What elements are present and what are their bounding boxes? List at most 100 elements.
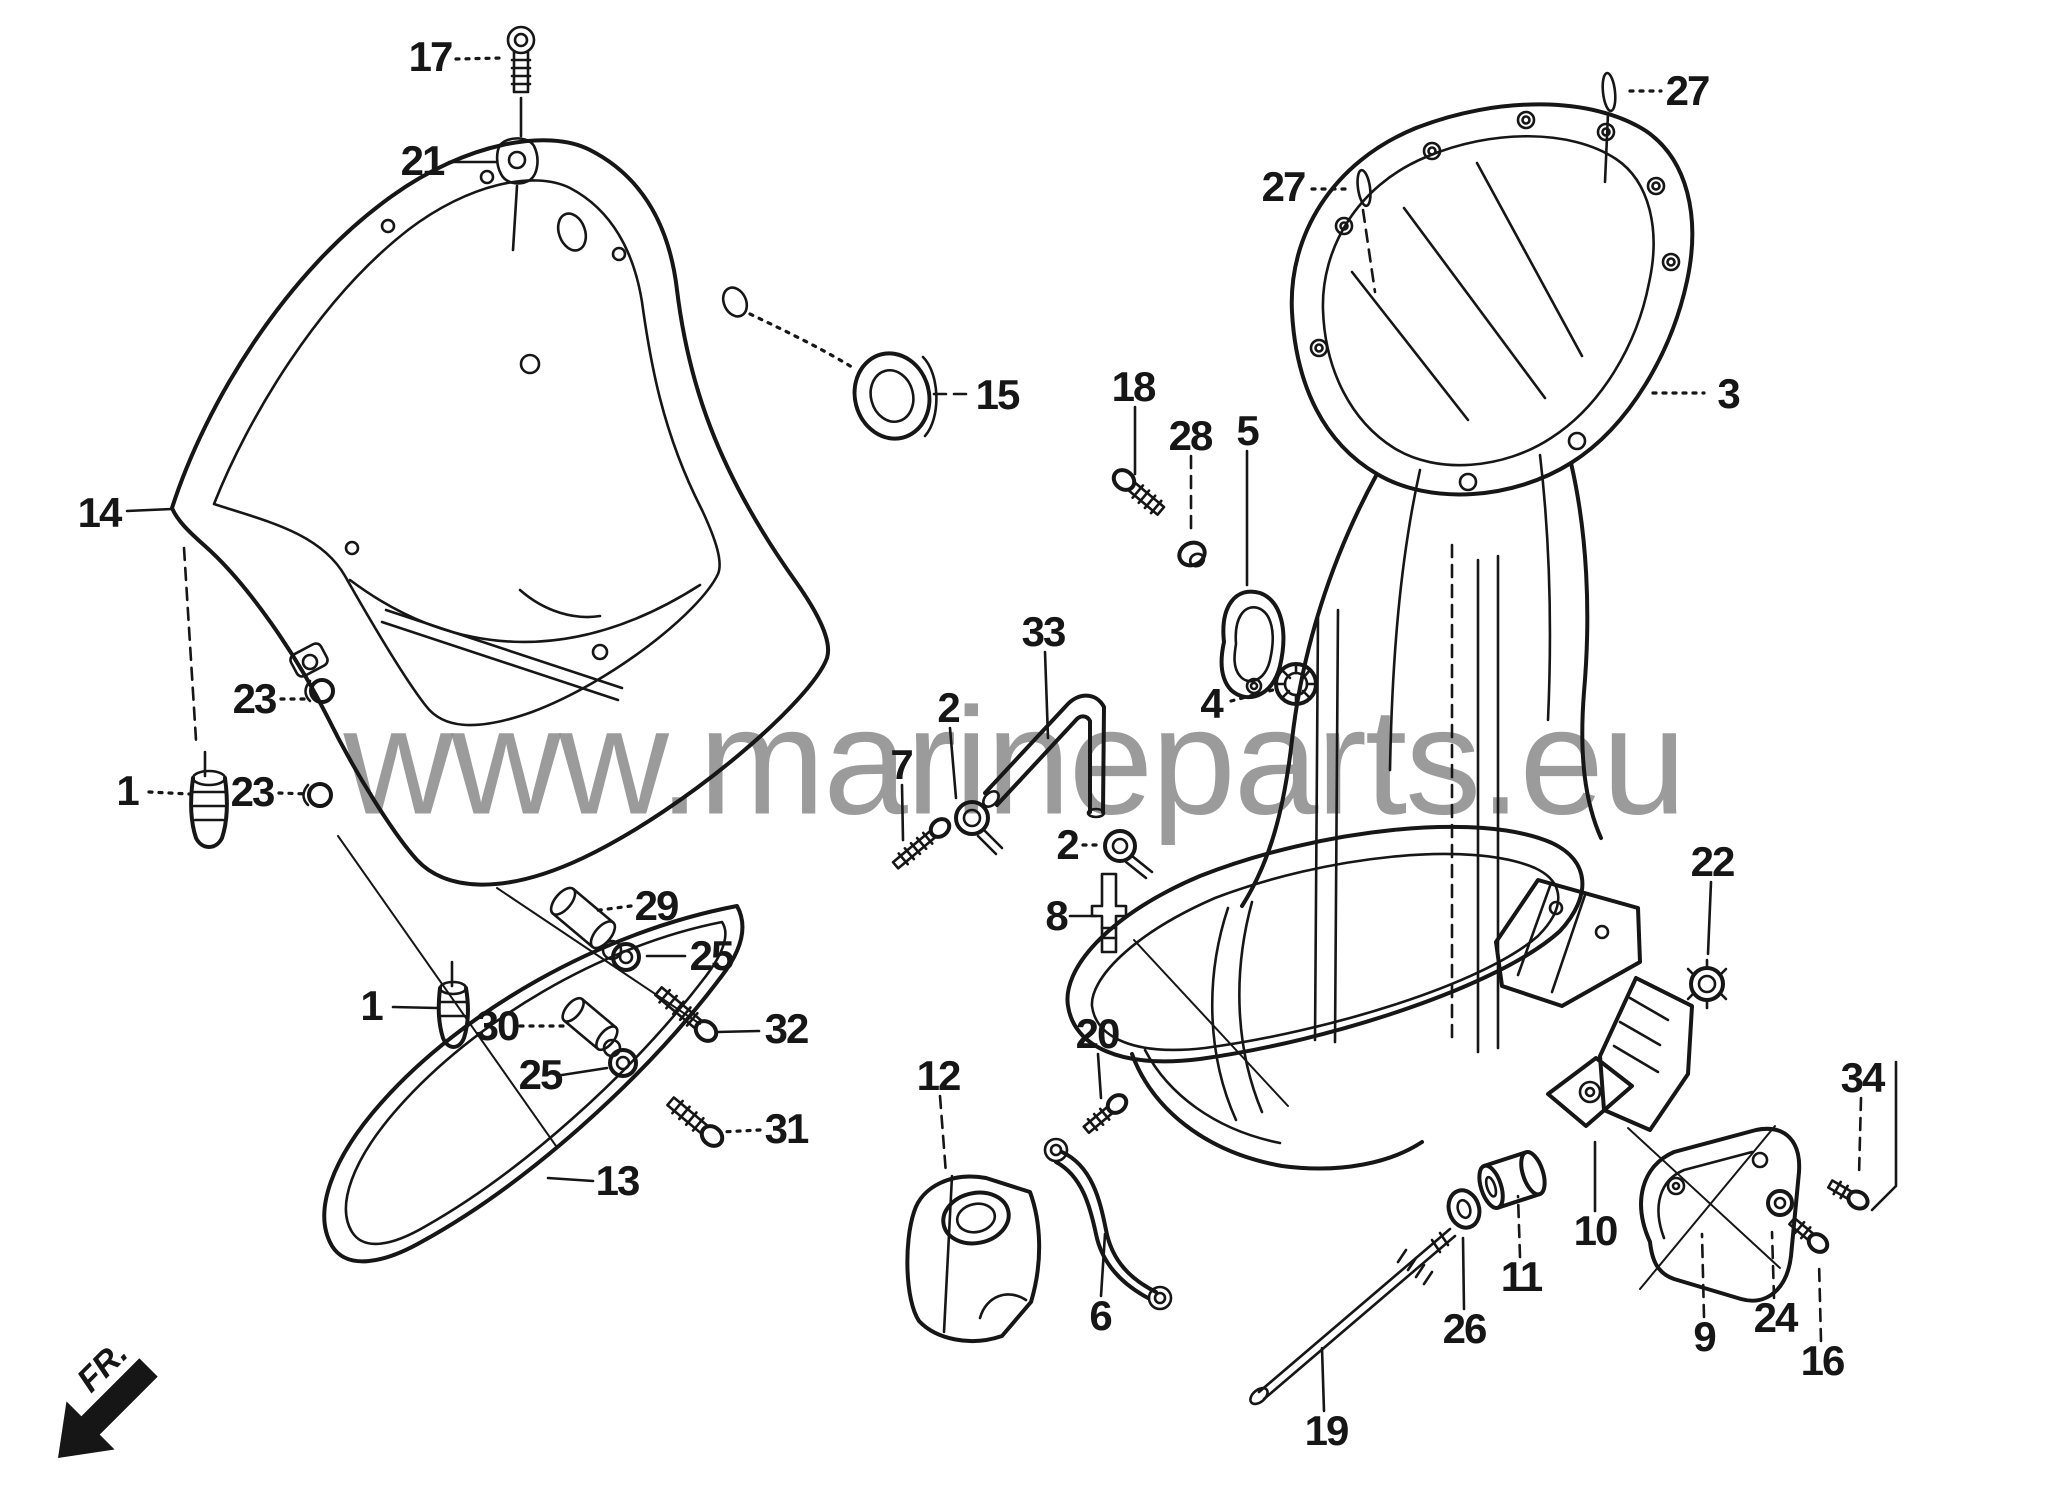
rubber-mount-10	[1546, 976, 1694, 1132]
leader-17	[454, 56, 505, 61]
anti-ventilation-plate	[1065, 824, 1642, 1171]
callout-13: 13	[595, 1157, 641, 1204]
leader-16	[1817, 1260, 1823, 1343]
callout-19: 19	[1304, 1407, 1350, 1454]
seal-ring-15	[852, 351, 938, 441]
bolt-18	[1111, 468, 1166, 516]
callout-25-lower: 25	[518, 1051, 564, 1098]
leader-19	[1320, 1346, 1326, 1413]
leader-2-upper	[948, 726, 958, 800]
leader-4	[1229, 688, 1275, 703]
callout-33: 33	[1021, 608, 1067, 655]
leader-12	[938, 1094, 948, 1176]
callout-2-lower: 2	[1056, 821, 1079, 868]
callout-28: 28	[1168, 412, 1214, 459]
leader-14-1	[182, 546, 198, 742]
rim-bolt-bosses	[1309, 110, 1681, 492]
bolt-16	[1788, 1216, 1830, 1254]
leader-29	[590, 904, 633, 913]
extension-case-3	[1240, 102, 1695, 1054]
nut-22	[1686, 958, 1728, 1010]
washer-25-lower	[608, 1048, 638, 1078]
grommet-23-lower	[302, 782, 333, 808]
front-direction-arrow: FR.	[58, 1334, 158, 1458]
bushing-29	[549, 886, 617, 950]
callout-30: 30	[475, 1002, 521, 1049]
bolt-31	[666, 1096, 725, 1148]
reference-line-b	[337, 835, 557, 1147]
callout-16: 16	[1800, 1337, 1846, 1384]
callout-20: 20	[1075, 1010, 1121, 1057]
leader-33	[1043, 650, 1050, 740]
callout-1-lower: 1	[360, 982, 383, 1029]
callout-17: 17	[408, 33, 454, 80]
leader-27-right-case	[1603, 112, 1610, 184]
dowel-pin-27-right	[1601, 71, 1617, 113]
leader-21-case	[511, 184, 519, 252]
callout-2-upper: 2	[937, 684, 960, 731]
callout-18: 18	[1111, 363, 1157, 410]
leader-34	[1857, 1096, 1863, 1178]
callout-29: 29	[634, 882, 680, 929]
bracket-12	[905, 1174, 1042, 1344]
washer-26	[1446, 1188, 1482, 1230]
washer-25-upper	[611, 942, 641, 972]
callout-26: 26	[1442, 1305, 1488, 1352]
leader-26	[1461, 1236, 1466, 1311]
reference-line-a	[496, 887, 701, 1025]
mount-bolt-1-left	[189, 750, 229, 849]
reference-line-d	[1627, 1127, 1781, 1269]
leader-7	[900, 783, 905, 842]
leader-25-lower	[560, 1066, 609, 1077]
leader-1-lower	[391, 1005, 439, 1010]
leader-1-left	[147, 790, 191, 796]
callout-24: 24	[1753, 1294, 1799, 1341]
leader-lines	[125, 56, 1863, 1413]
mount-bolt-1-lower	[436, 960, 471, 1049]
leader-case-15	[748, 312, 857, 371]
reference-line-e	[1639, 1125, 1776, 1290]
callout-1-left: 1	[116, 767, 139, 814]
leader-14	[125, 507, 174, 513]
leader-31	[719, 1128, 762, 1134]
callout-23-upper: 23	[232, 675, 278, 722]
callout-27-right: 27	[1665, 67, 1711, 114]
bolt-20	[1082, 1093, 1129, 1135]
leader-24	[1770, 1230, 1776, 1300]
bushing-30	[561, 996, 619, 1052]
callout-32: 32	[764, 1005, 810, 1052]
leader-22	[1706, 880, 1713, 956]
callout-34: 34	[1840, 1054, 1886, 1101]
callout-27-left: 27	[1261, 163, 1307, 210]
callout-10: 10	[1573, 1207, 1619, 1254]
plate-5	[1219, 589, 1286, 700]
leader-6	[1099, 1232, 1107, 1298]
callout-7: 7	[890, 741, 913, 788]
callout-12: 12	[916, 1052, 962, 1099]
callout-23-lower: 23	[230, 768, 276, 815]
long-bolt-19	[1249, 1227, 1457, 1406]
cap-28	[1177, 540, 1207, 568]
bolt-34	[1826, 1179, 1870, 1211]
leader-27-left-case	[1361, 208, 1377, 294]
callout-3: 3	[1717, 370, 1740, 417]
callout-11: 11	[1500, 1253, 1543, 1300]
callout-25-upper: 25	[689, 932, 735, 979]
callout-5: 5	[1236, 407, 1259, 454]
callout-31: 31	[764, 1105, 810, 1152]
callout-14: 14	[77, 489, 123, 536]
callout-9: 9	[1693, 1313, 1716, 1360]
callout-8: 8	[1045, 892, 1068, 939]
left-under-case-outline	[170, 138, 830, 887]
callout-22: 22	[1690, 838, 1736, 885]
hose-clamp-2-upper	[954, 800, 1004, 856]
water-hose-33	[982, 693, 1106, 819]
bushing-11	[1477, 1150, 1547, 1210]
washer-24	[1766, 1189, 1794, 1217]
leader-13	[546, 1176, 595, 1183]
callout-4: 4	[1200, 680, 1223, 727]
cover-plate-9	[1639, 1060, 1898, 1303]
leader-32	[715, 1029, 761, 1034]
grommet-21	[495, 137, 539, 185]
